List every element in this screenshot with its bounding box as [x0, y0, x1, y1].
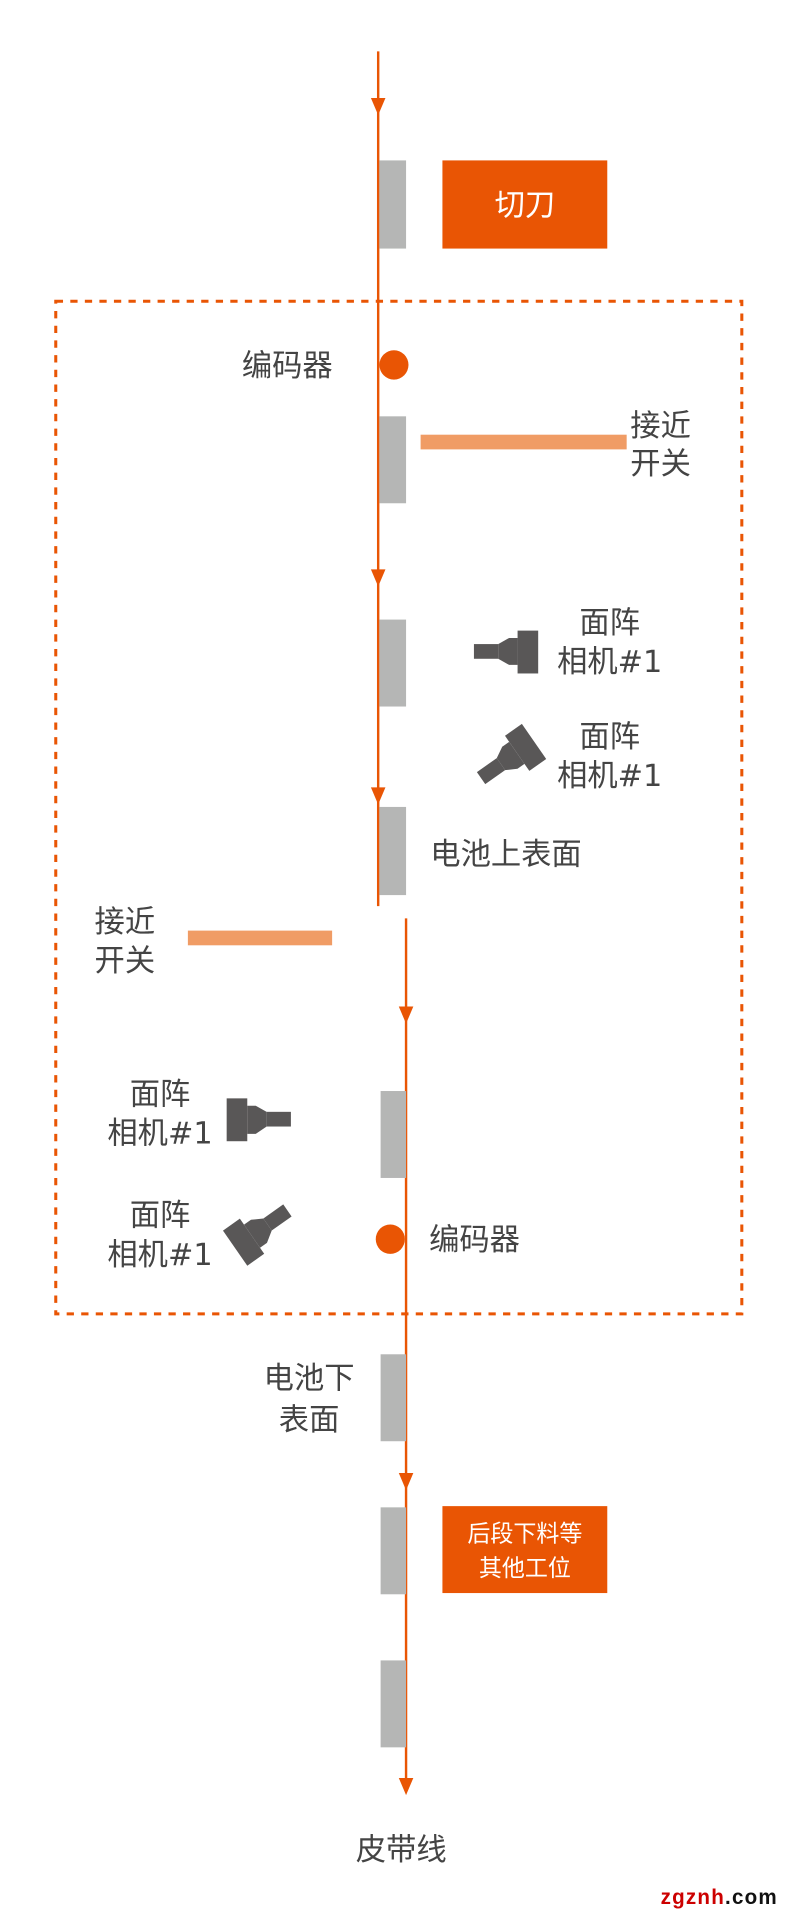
- battery-block: [380, 1507, 407, 1595]
- arrow-down-icon: [370, 569, 386, 587]
- arrow-down-icon: [398, 1006, 414, 1024]
- camera-tilted-icon: [476, 723, 547, 785]
- camera-icon: [226, 1098, 291, 1142]
- encoder-label-bottom: 编码器: [429, 1223, 520, 1258]
- battery-block: [380, 1091, 407, 1178]
- battery-bottom-label-line2: 表面: [279, 1403, 340, 1438]
- battery-bottom-label-line1: 电池下: [264, 1361, 355, 1396]
- camera-label-line1: 面阵: [579, 720, 640, 755]
- downstream-label-line2: 其他工位: [479, 1556, 571, 1582]
- battery-block: [379, 619, 407, 707]
- downstream-station-box: [442, 1506, 608, 1594]
- arrow-down-icon: [370, 97, 386, 116]
- battery-block: [379, 416, 407, 504]
- proximity-label-line2: 开关: [95, 944, 156, 979]
- encoder-label-top: 编码器: [242, 349, 333, 384]
- downstream-label-line1: 后段下料等: [467, 1522, 582, 1548]
- battery-top-surface-label: 电池上表面: [430, 837, 581, 872]
- encoder-dot: [379, 350, 409, 380]
- battery-block: [379, 160, 407, 249]
- encoder-dot: [375, 1224, 405, 1254]
- camera-label-line1: 面阵: [579, 606, 640, 641]
- camera-label-line1: 面阵: [130, 1199, 191, 1234]
- battery-block: [380, 1354, 407, 1442]
- battery-block: [380, 1660, 407, 1748]
- cutter-label: 切刀: [495, 188, 556, 223]
- belt-line-label: 皮带线: [356, 1833, 447, 1868]
- proximity-switch-bar: [187, 930, 333, 946]
- camera-label-line1: 面阵: [130, 1077, 191, 1112]
- arrow-down-icon: [370, 787, 386, 805]
- arrow-down-icon: [398, 1777, 414, 1796]
- proximity-switch-bar: [420, 434, 627, 450]
- camera-label-line2: 相机#1: [557, 645, 662, 680]
- watermark: zgznh.com: [661, 1886, 778, 1909]
- proximity-label-line2: 开关: [630, 447, 691, 482]
- camera-label-line2: 相机#1: [107, 1238, 212, 1273]
- battery-block: [379, 806, 407, 896]
- cutter-box: [442, 160, 608, 249]
- arrow-down-icon: [398, 1473, 414, 1491]
- camera-icon: [473, 630, 539, 674]
- camera-label-line2: 相机#1: [107, 1117, 212, 1152]
- proximity-label-line1: 接近: [95, 905, 156, 940]
- camera-label-line2: 相机#1: [557, 759, 662, 794]
- camera-tilted-icon: [222, 1204, 292, 1266]
- proximity-label-line1: 接近: [630, 409, 691, 444]
